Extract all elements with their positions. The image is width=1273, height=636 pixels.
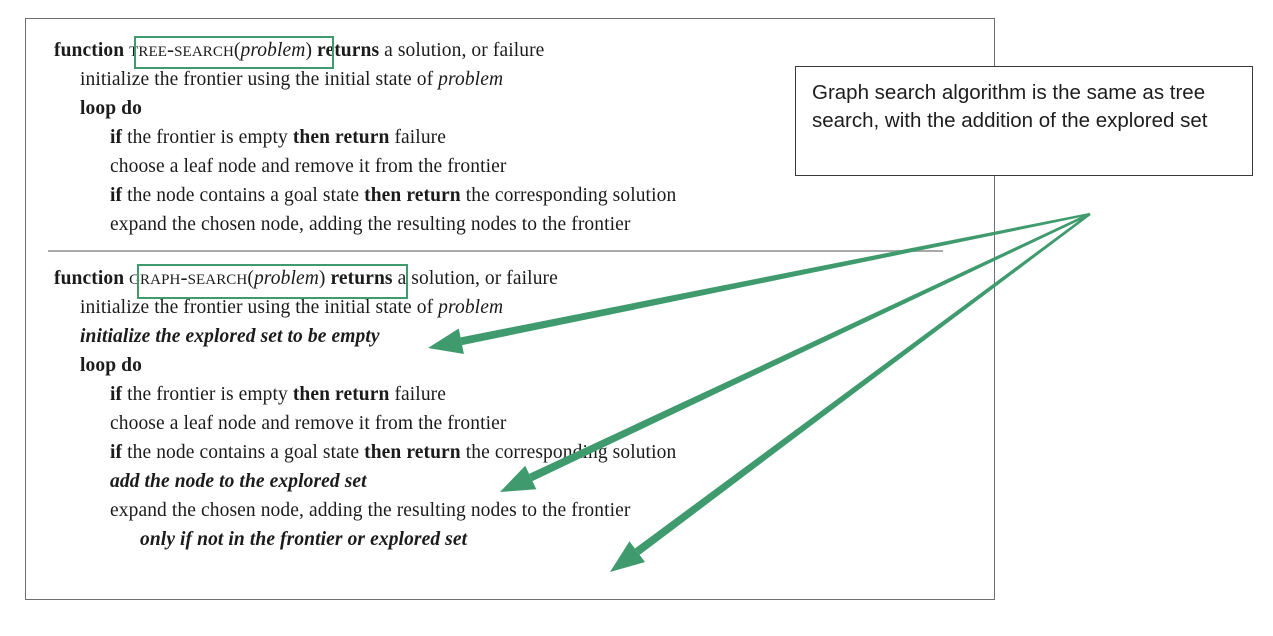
code-line-gs-signature: function Graph-Search(problem) returns a… <box>54 265 558 289</box>
code-line-gs-init-frontier: initialize the frontier using the initia… <box>80 297 504 318</box>
algorithm-separator-rule <box>48 250 943 252</box>
tree-search-algorithm-block: function Tree-Search(problem) returns a … <box>54 35 954 239</box>
callout-note-box: Graph search algorithm is the same as tr… <box>795 66 1253 176</box>
code-line-ts-expand: expand the chosen node, adding the resul… <box>110 214 631 235</box>
code-line-ts-signature: function Tree-Search(problem) returns a … <box>54 37 545 61</box>
callout-note-text: Graph search algorithm is the same as tr… <box>812 81 1208 132</box>
code-line-ts-loop-do: loop do <box>80 98 142 119</box>
code-line-ts-if-empty: if the frontier is empty then return fai… <box>110 127 447 148</box>
code-line-gs-init-explored: initialize the explored set to be empty <box>80 326 380 347</box>
code-line-gs-loop-do: loop do <box>80 355 142 376</box>
graph-search-algorithm-block: function Graph-Search(problem) returns a… <box>54 263 954 554</box>
code-line-gs-choose-leaf: choose a leaf node and remove it from th… <box>110 413 507 434</box>
code-line-gs-if-goal: if the node contains a goal state then r… <box>110 442 677 463</box>
code-line-gs-only-if: only if not in the frontier or explored … <box>140 529 468 550</box>
code-line-gs-if-empty: if the frontier is empty then return fai… <box>110 384 447 405</box>
code-line-ts-choose-leaf: choose a leaf node and remove it from th… <box>110 156 507 177</box>
code-line-gs-add-explored: add the node to the explored set <box>110 471 367 492</box>
code-line-ts-init-frontier: initialize the frontier using the initia… <box>80 69 504 90</box>
code-line-gs-expand: expand the chosen node, adding the resul… <box>110 500 631 521</box>
code-line-ts-if-goal: if the node contains a goal state then r… <box>110 185 677 206</box>
